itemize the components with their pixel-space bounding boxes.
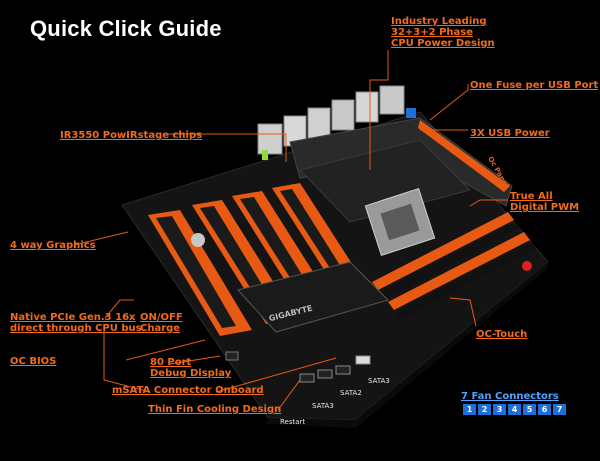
callout-thin-fin: Thin Fin Cooling Design bbox=[148, 404, 282, 415]
cmos-battery bbox=[191, 233, 205, 247]
label-sata2: SATA2 bbox=[340, 389, 362, 397]
fan-connector-6: 6 bbox=[538, 404, 551, 415]
callout-msata: mSATA Connector Onboard bbox=[112, 385, 264, 396]
fan-connector-3: 3 bbox=[493, 404, 506, 415]
callout-oc-touch: OC-Touch bbox=[476, 329, 528, 340]
callout-on-off-charge: ON/OFF Charge bbox=[140, 312, 183, 334]
callout-oc-bios: OC BIOS bbox=[10, 356, 57, 367]
fan-connector-7: 7 bbox=[553, 404, 566, 415]
pch-heatsink-grid bbox=[299, 139, 471, 223]
callout-industry-line3: CPU Power Design bbox=[391, 38, 495, 49]
label-sata3-a: SATA3 bbox=[312, 402, 334, 410]
callout-leaders bbox=[73, 50, 508, 411]
callout-industry-leading: Industry Leading 32+3+2 Phase CPU Power … bbox=[391, 16, 495, 49]
callout-industry-line1: Industry Leading bbox=[391, 16, 487, 27]
callout-pcie-line1: Native PCIe Gen.3 16x bbox=[10, 312, 136, 323]
callout-onoff-line1: ON/OFF bbox=[140, 312, 183, 323]
callout-4way-graphics: 4 way Graphics bbox=[10, 240, 96, 251]
memory-slots bbox=[372, 212, 536, 320]
fan-connectors-row: 1 2 3 4 5 6 7 bbox=[463, 404, 566, 415]
callout-digital-pwm: True All Digital PWM bbox=[510, 191, 579, 213]
callout-industry-line2: 32+3+2 Phase bbox=[391, 27, 474, 38]
fan-connector-1: 1 bbox=[463, 404, 476, 415]
label-sata3-b: SATA3 bbox=[368, 377, 390, 385]
callout-debug-display: 80 Port Debug Display bbox=[150, 357, 231, 379]
label-restart: Restart bbox=[280, 418, 306, 426]
callout-usb-power: 3X USB Power bbox=[470, 128, 550, 139]
oc-touch-button-red bbox=[522, 261, 532, 271]
fan-connector-5: 5 bbox=[523, 404, 536, 415]
callout-pwm-line1: True All bbox=[510, 191, 553, 202]
page-title: Quick Click Guide bbox=[30, 16, 222, 41]
callout-debug-line2: Debug Display bbox=[150, 368, 232, 379]
vrm-heatsink-accent bbox=[418, 120, 510, 192]
fan-connectors-title: 7 Fan Connectors bbox=[461, 391, 559, 402]
vrm-heatsink bbox=[289, 117, 513, 207]
callout-pcie-gen3: Native PCIe Gen.3 16x direct through CPU… bbox=[10, 312, 142, 334]
cpu-socket-inner bbox=[380, 203, 420, 241]
chipset-heatsink bbox=[237, 261, 389, 333]
callout-ir3550: IR3550 PowIRstage chips bbox=[60, 130, 203, 141]
fan-connector-2: 2 bbox=[478, 404, 491, 415]
callout-pcie-line2: direct through CPU bus bbox=[10, 323, 142, 334]
callout-onoff-line2: Charge bbox=[140, 323, 181, 334]
callout-debug-line1: 80 Port bbox=[150, 357, 192, 368]
callout-usb-fuse: One Fuse per USB Port bbox=[470, 80, 599, 91]
rear-io-ports bbox=[257, 85, 416, 160]
sata-ports bbox=[299, 355, 371, 383]
debug-led bbox=[225, 351, 239, 361]
fan-connector-4: 4 bbox=[508, 404, 521, 415]
callout-pwm-line2: Digital PWM bbox=[510, 202, 580, 213]
